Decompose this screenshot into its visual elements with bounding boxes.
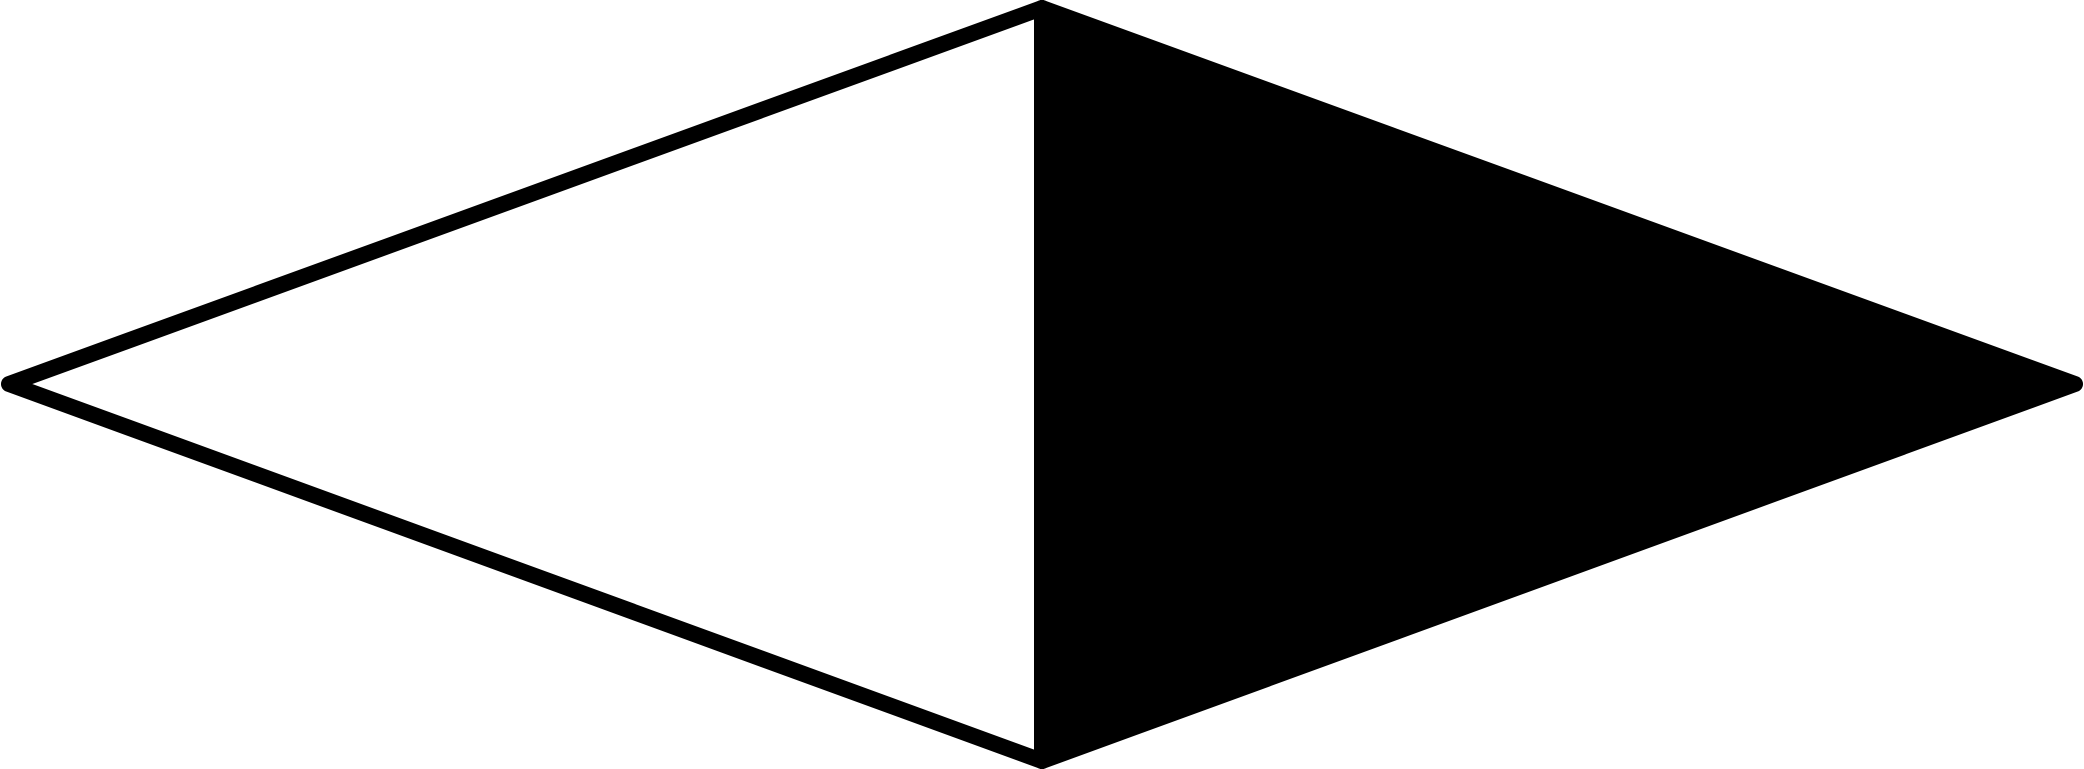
right-half-filled-triangle — [1034, 0, 2083, 769]
left-half-empty-triangle — [1, 0, 1050, 769]
